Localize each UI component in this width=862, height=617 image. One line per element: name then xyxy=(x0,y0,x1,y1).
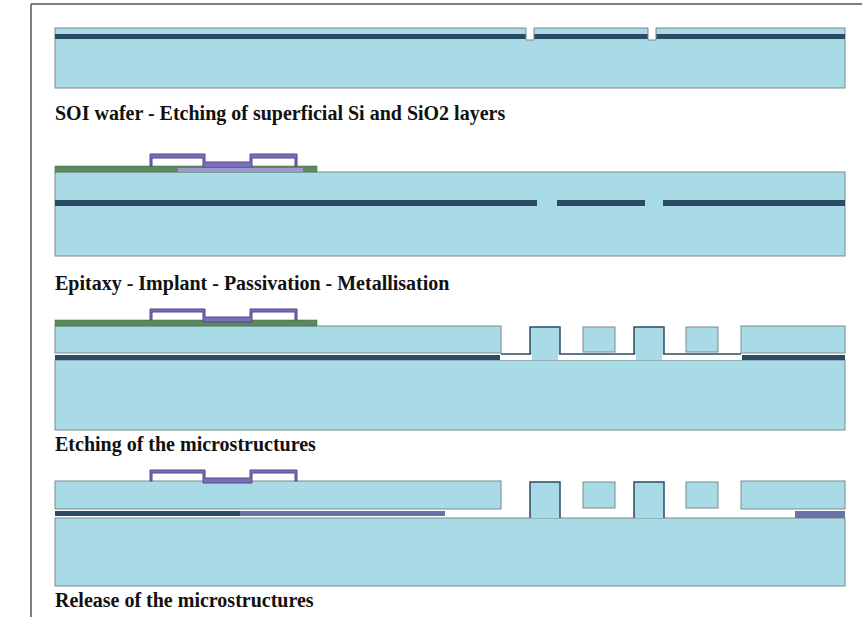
released-wafer xyxy=(55,470,845,586)
step-caption: Release of the microstructures xyxy=(55,589,314,612)
step-caption: Epitaxy - Implant - Passivation - Metall… xyxy=(55,272,449,295)
step-caption: SOI wafer - Etching of superficial Si an… xyxy=(55,102,505,125)
step-caption: Etching of the microstructures xyxy=(55,433,316,456)
soi-wafer xyxy=(55,27,845,88)
epitaxy-wafer xyxy=(55,154,845,256)
etched-wafer xyxy=(55,309,845,430)
